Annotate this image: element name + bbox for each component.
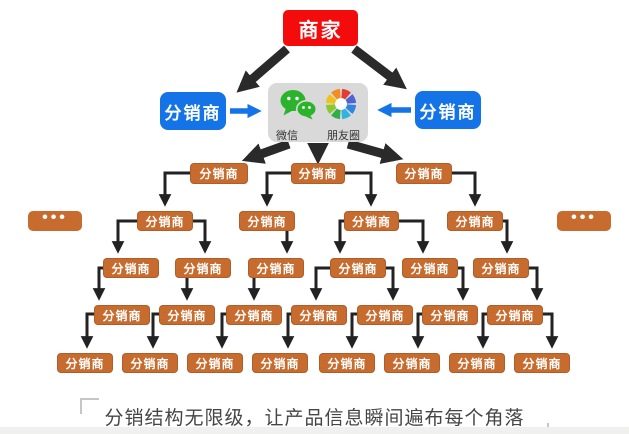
connector-arrow <box>500 219 514 254</box>
footer-bar <box>0 427 629 434</box>
connector-arrow <box>80 312 94 349</box>
connector-arrow <box>345 312 359 349</box>
connector-arrow <box>146 312 160 349</box>
distributor-node: 分销商 <box>319 353 375 373</box>
platform-icons <box>268 83 368 126</box>
caption-text: 分销结构无限级，让产品信息瞬间遍布每个角落 <box>104 408 525 429</box>
wechat-label: 微信 <box>276 130 298 142</box>
distributor-node: 分销商 <box>357 305 413 325</box>
distributor-node: 分销商 <box>239 211 295 231</box>
ellipsis-node: ••• <box>28 209 82 231</box>
connector-arrow <box>309 266 330 301</box>
connector-arrow <box>215 312 229 349</box>
connector-arrow <box>399 219 430 254</box>
distributor-node: 分销商 <box>137 211 193 231</box>
connector-arrow <box>529 266 544 301</box>
moments-icon <box>324 87 358 126</box>
moments-icon-svg <box>325 88 356 120</box>
distributor-node: 分销商 <box>344 211 399 231</box>
connector-arrow <box>260 171 293 207</box>
distributor-node: 分销商 <box>226 305 282 325</box>
connector-arrow <box>281 312 295 349</box>
distributor-node: 分销商 <box>330 258 386 278</box>
distributor-node: 分销商 <box>291 163 345 184</box>
wechat-platform-panel: 微信 朋友圈 <box>268 83 368 142</box>
thick-arrow <box>346 139 404 164</box>
moments-label: 朋友圈 <box>327 130 360 142</box>
connector-arrow <box>92 266 106 301</box>
distributor-node: 分销商 <box>103 258 159 278</box>
distributor-node: 分销商 <box>402 258 458 278</box>
distributor-node: 分销商 <box>252 353 308 373</box>
thick-arrow <box>241 139 291 164</box>
distributor-node: 分销商 <box>514 353 570 373</box>
connector-arrow <box>476 312 490 349</box>
distributor-node: 分销商 <box>248 258 304 278</box>
connector-arrow <box>158 171 190 207</box>
connector-arrow <box>193 219 212 254</box>
distributor-node: 分销商 <box>422 305 478 325</box>
distributor-node: 分销商 <box>447 211 503 231</box>
ellipsis-node: ••• <box>557 209 611 231</box>
distributor-node: 分销商 <box>159 305 215 325</box>
wechat-icon <box>279 88 317 125</box>
distributor-node: 分销商 <box>122 353 178 373</box>
bracket-top-left-icon <box>80 398 100 414</box>
connector-arrow <box>386 266 400 301</box>
platform-labels: 微信 朋友圈 <box>268 127 368 143</box>
distributor-node: 分销商 <box>94 305 150 325</box>
connector-arrow <box>333 219 347 254</box>
connector-arrow <box>452 171 482 207</box>
thick-arrow <box>351 45 407 90</box>
distributor-node: 分销商 <box>487 305 543 325</box>
distributor-node: 分销商 <box>473 258 529 278</box>
distributor-node: 分销商 <box>57 353 113 373</box>
distributor-node: 分销商 <box>449 353 505 373</box>
distributor-node: 分销商 <box>384 353 440 373</box>
connector-arrow <box>456 266 470 301</box>
distributor-primary-node: 分销商 <box>415 91 481 129</box>
distributor-node: 分销商 <box>187 353 243 373</box>
merchant-node: 商家 <box>283 10 358 46</box>
distributor-primary-node: 分销商 <box>160 92 226 130</box>
connector-arrow <box>411 312 425 349</box>
connector-arrow <box>345 171 378 207</box>
distributor-node: 分销商 <box>190 163 248 184</box>
distributor-node: 分销商 <box>291 305 347 325</box>
thick-arrow <box>236 45 290 93</box>
distributor-node: 分销商 <box>396 163 452 184</box>
distributor-node: 分销商 <box>175 258 231 278</box>
connector-arrow <box>111 219 137 254</box>
connector-arrow <box>543 312 559 349</box>
